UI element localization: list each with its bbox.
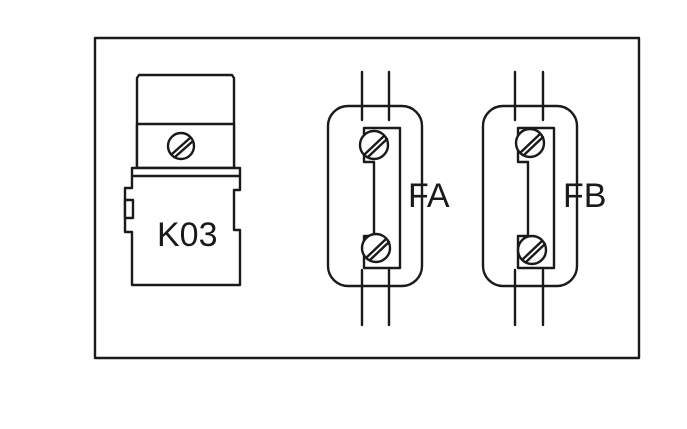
fuse-fb-label: FB: [563, 177, 606, 215]
fuse-fb-bottom-screw-icon: [516, 234, 548, 266]
relay-body: [123, 166, 242, 287]
fuse-fa-bottom-screw-icon: [360, 232, 392, 264]
fuse-fb-top-screw-icon: [514, 127, 546, 159]
fuse-fa-top-screw-icon: [358, 129, 390, 161]
relay-screw-icon: [166, 131, 196, 161]
fuse-fa-label: FA: [408, 177, 450, 215]
fuse-fa-element: [362, 126, 402, 270]
panel-frame: [93, 36, 641, 360]
fuse-fa: FA: [326, 70, 450, 327]
relay-k03: K03: [123, 73, 242, 287]
relay-side-tab: [123, 198, 135, 220]
fuse-fb: FB: [481, 70, 606, 327]
fuse-fb-element: [516, 126, 556, 270]
relay-label: K03: [157, 216, 218, 254]
